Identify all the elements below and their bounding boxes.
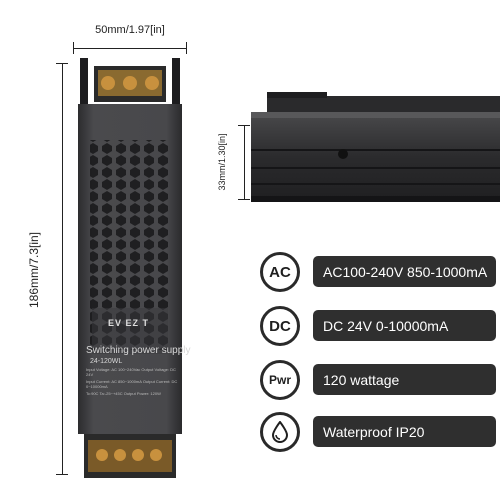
spec-row-power: Pwr 120 wattage [255, 360, 500, 400]
product-front-image [78, 58, 182, 478]
spec-text-waterproof: Waterproof IP20 [313, 416, 496, 447]
product-label-spec-3: Tc:90C Ta:-25~+45C Output Power: 120W [86, 391, 161, 396]
spec-text-power: 120 wattage [313, 364, 496, 395]
spec-text-ac: AC100-240V 850-1000mA [313, 256, 496, 287]
spec-row-dc: DC DC 24V 0-10000mA [255, 306, 500, 346]
height-dimension-label: 33mm/1.30[in] [217, 133, 227, 191]
side-view-product-image [251, 92, 500, 202]
dc-icon: DC [260, 306, 300, 346]
spec-row-ac: AC AC100-240V 850-1000mA [255, 252, 500, 292]
spec-text-dc: DC 24V 0-10000mA [313, 310, 496, 341]
product-label-model: 24-120WL [90, 358, 123, 365]
spec-row-waterproof: Waterproof IP20 [255, 412, 500, 452]
product-label-spec-1: Input Voltage: AC 100~240Vac Output Volt… [86, 367, 176, 377]
length-dimension-label: 186mm/7.3[in] [27, 231, 41, 309]
ac-icon: AC [260, 252, 300, 292]
product-label: Switching power supply 24-120WL Input Vo… [86, 345, 191, 396]
width-dimension-label: 50mm/1.97[in] [95, 24, 165, 36]
width-dimension-line [73, 36, 187, 54]
power-icon-text: Pwr [268, 373, 291, 387]
length-dimension-line [52, 63, 68, 475]
waterdrop-icon [260, 412, 300, 452]
front-letters: EV EZ T [108, 318, 150, 328]
height-dimension-line [238, 125, 252, 200]
product-label-spec-2: Input Current: AC 850~1000mA Output Curr… [86, 379, 178, 389]
product-label-title: Switching power supply [86, 345, 191, 356]
power-icon: Pwr [260, 360, 300, 400]
